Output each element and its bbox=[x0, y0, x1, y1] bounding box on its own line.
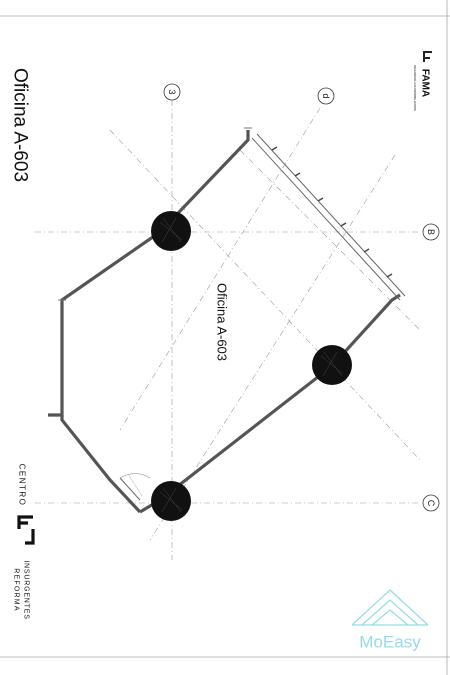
grid-label-c: C bbox=[426, 500, 436, 507]
grid-bubble-c: C bbox=[422, 494, 440, 512]
grid-bubble-3: 3 bbox=[163, 83, 181, 101]
reforma-word: REFORMA bbox=[13, 568, 20, 611]
grid-label-b: B bbox=[426, 229, 436, 235]
fama-logo-text: FAMA bbox=[420, 69, 431, 97]
moeasy-logo-text: MoEasy bbox=[359, 633, 421, 652]
moeasy-logo: MoEasy bbox=[351, 589, 429, 652]
insurgentes-word: INSURGENTES bbox=[23, 560, 30, 619]
grid-bubble-b: B bbox=[422, 223, 440, 241]
column bbox=[312, 345, 352, 385]
sheet-title: Oficina A-603 bbox=[10, 68, 31, 182]
grid-label-d: d bbox=[321, 93, 331, 98]
column bbox=[151, 211, 191, 251]
house-outline-icon bbox=[351, 589, 429, 626]
room-label: Oficina A-603 bbox=[215, 283, 230, 361]
centro-word: CENTRO bbox=[18, 464, 27, 507]
door-swing bbox=[119, 473, 151, 501]
column bbox=[151, 481, 191, 521]
insurgentes-mark-icon bbox=[17, 515, 35, 545]
grid-label-3: 3 bbox=[167, 89, 177, 94]
fama-logo: FAMA DESARROLLOS INMOBILIARIOS bbox=[413, 51, 432, 111]
fama-logo-subtext: DESARROLLOS INMOBILIARIOS bbox=[413, 65, 417, 111]
centro-insurgentes-logo: CENTRO INSURGENTES REFORMA bbox=[13, 464, 35, 620]
facade-window bbox=[251, 133, 406, 301]
grid-bubble-d: d bbox=[317, 87, 335, 105]
fama-mark-icon bbox=[423, 51, 432, 62]
